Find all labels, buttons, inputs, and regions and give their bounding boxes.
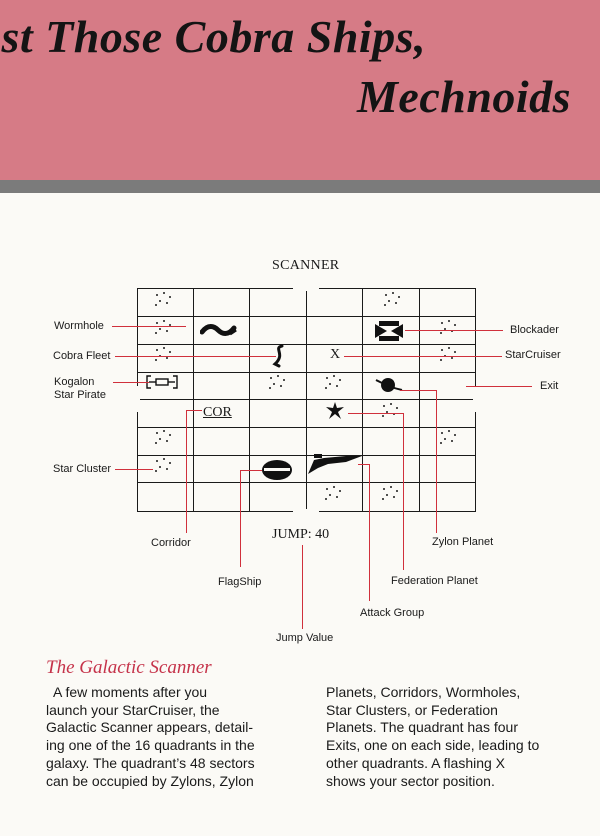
text-line: galaxy. The quadrant’s 48 sectors — [46, 754, 255, 771]
pointer-line — [240, 470, 241, 567]
star-cluster-icon — [268, 375, 288, 389]
federation-planet-icon — [381, 403, 401, 417]
section-title: The Galactic Scanner — [46, 657, 212, 678]
cobra-fleet-icon — [272, 344, 284, 368]
label-wormhole: Wormhole — [54, 320, 104, 332]
pointer-line — [112, 326, 186, 327]
text-line: other quadrants. A flashing X — [326, 754, 506, 771]
pointer-line — [240, 470, 262, 471]
text-line: Planets, Corridors, Wormholes, — [326, 684, 521, 700]
label-attack-group: Attack Group — [360, 607, 425, 619]
label-starcruiser: StarCruiser — [505, 349, 561, 361]
pointer-line — [436, 390, 437, 533]
pointer-line — [302, 545, 303, 629]
pointer-line — [348, 413, 404, 414]
label-zylon-planet: Zylon Planet — [432, 536, 494, 548]
label-cobra-fleet: Cobra Fleet — [53, 350, 111, 362]
blockader-icon — [375, 321, 403, 341]
pointer-line — [186, 410, 187, 533]
pointer-line — [405, 330, 503, 331]
text-line: Star Clusters, or Federation — [326, 701, 498, 718]
label-federation-planet: Federation Planet — [391, 575, 478, 587]
star-cluster-icon — [439, 430, 459, 444]
label-flagship: FlagShip — [218, 576, 262, 588]
label-corridor: Corridor — [151, 537, 191, 549]
text-line: Exits, one on each side, leading to — [326, 737, 540, 754]
text-line: shows your sector position. — [326, 772, 495, 789]
exit-right — [473, 386, 477, 412]
star-cluster-icon — [154, 320, 174, 334]
starcruiser-position-marker: X — [330, 347, 341, 362]
label-jump-value: Jump Value — [276, 632, 334, 644]
pointer-line — [344, 356, 502, 357]
pointer-line — [115, 469, 153, 470]
corridor-label: COR — [203, 405, 232, 420]
pointer-line — [369, 464, 370, 601]
star-cluster-icon — [154, 347, 174, 361]
label-exit: Exit — [540, 380, 559, 392]
star-cluster-icon — [154, 458, 174, 472]
pointer-line — [113, 382, 149, 383]
header-title-line2: Mechnoids — [357, 71, 572, 122]
star-cluster-icon — [381, 486, 401, 500]
text-line: A few moments after you — [46, 684, 208, 700]
star-cluster-icon — [324, 486, 344, 500]
scanner-grid — [136, 287, 477, 513]
pointer-line — [115, 356, 276, 357]
pointer-line — [466, 386, 532, 387]
header-divider-bar — [0, 180, 600, 193]
star-cluster-icon — [324, 375, 344, 389]
label-kogalon-line1: Kogalon — [54, 376, 95, 388]
label-kogalon-line2: Star Pirate — [54, 389, 106, 401]
star-cluster-icon — [383, 292, 403, 306]
star-cluster-icon — [439, 320, 459, 334]
exit-left — [136, 386, 140, 412]
flagship-icon — [262, 460, 292, 480]
header-title-line1: ast Those Cobra Ships, — [0, 11, 427, 62]
jump-value-readout: JUMP: 40 — [272, 527, 330, 542]
text-line: can be occupied by Zylons, Zylon — [46, 772, 254, 789]
pointer-line — [400, 390, 437, 391]
wormhole-icon — [200, 324, 237, 336]
zylon-planet-icon — [375, 378, 403, 392]
star-cluster-icon — [154, 430, 174, 444]
pointer-line — [403, 413, 404, 570]
text-line: ing one of the 16 quadrants in the — [46, 737, 255, 754]
star-cluster-icon — [154, 292, 174, 306]
label-star-cluster: Star Cluster — [53, 463, 112, 475]
pointer-line — [186, 410, 202, 411]
text-line: Planets. The quadrant has four — [326, 719, 518, 736]
scanner-title: SCANNER — [272, 258, 340, 273]
exit-bottom — [293, 509, 319, 513]
article-column-left: A few moments after you launch your Star… — [46, 684, 255, 790]
article-column-right: Planets, Corridors, Wormholes, Star Clus… — [326, 684, 539, 790]
kogalon-star-pirate-icon — [146, 375, 178, 389]
attack-group-ship-icon — [308, 454, 362, 474]
pointer-line — [358, 464, 370, 465]
header-banner: ast Those Cobra Ships, Mechnoids — [0, 0, 600, 180]
exit-top — [293, 287, 319, 291]
label-blockader: Blockader — [510, 324, 559, 336]
text-line: Galactic Scanner appears, detail- — [46, 719, 253, 736]
star-cluster-icon — [439, 347, 459, 361]
attack-group-icon — [326, 402, 344, 419]
text-line: launch your StarCruiser, the — [46, 701, 220, 718]
